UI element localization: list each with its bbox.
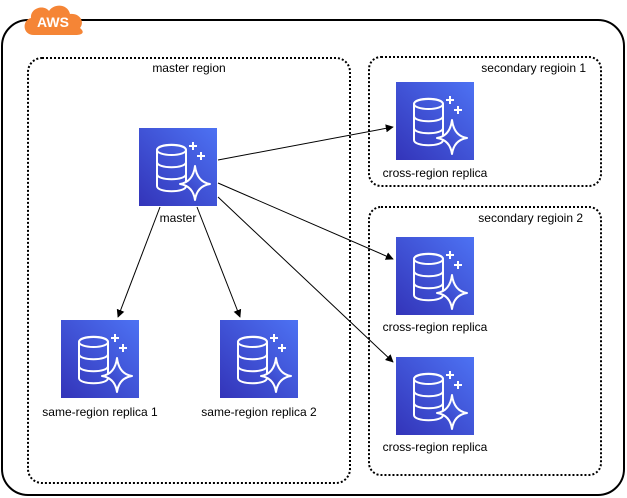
edge-master-cross3 [217, 196, 394, 363]
edge-master-cross2 [217, 182, 394, 260]
edge-master-same1 [116, 206, 161, 318]
node-same-region-replica-1[interactable] [61, 320, 139, 398]
region-box-secondary-2 [368, 206, 602, 476]
region-label-secondary-2: secondary regioin 2 [478, 211, 583, 225]
node-label-same2: same-region replica 2 [201, 405, 317, 419]
edge-master-same2 [196, 206, 242, 318]
edge-master-cross1 [217, 124, 394, 161]
node-label-cross1: cross-region replica [383, 166, 488, 180]
cloud-icon [24, 5, 83, 36]
region-box-master [27, 57, 351, 484]
node-label-master: master [160, 211, 197, 225]
node-label-same1: same-region replica 1 [42, 405, 158, 419]
node-master[interactable] [139, 128, 217, 206]
node-cross-region-replica-2[interactable] [396, 237, 474, 315]
region-label-secondary-1: secondary regioin 1 [481, 61, 586, 75]
region-box-secondary-1 [368, 56, 602, 187]
node-cross-region-replica-3[interactable] [396, 357, 474, 435]
region-label-master: master region [152, 61, 225, 75]
aws-label: AWS [37, 14, 69, 30]
node-label-cross2: cross-region replica [383, 320, 488, 334]
aws-cloud-boundary [1, 19, 625, 496]
node-cross-region-replica-1[interactable] [396, 82, 474, 160]
aws-badge: AWS [24, 5, 83, 36]
node-same-region-replica-2[interactable] [220, 320, 298, 398]
node-label-cross3: cross-region replica [383, 440, 488, 454]
